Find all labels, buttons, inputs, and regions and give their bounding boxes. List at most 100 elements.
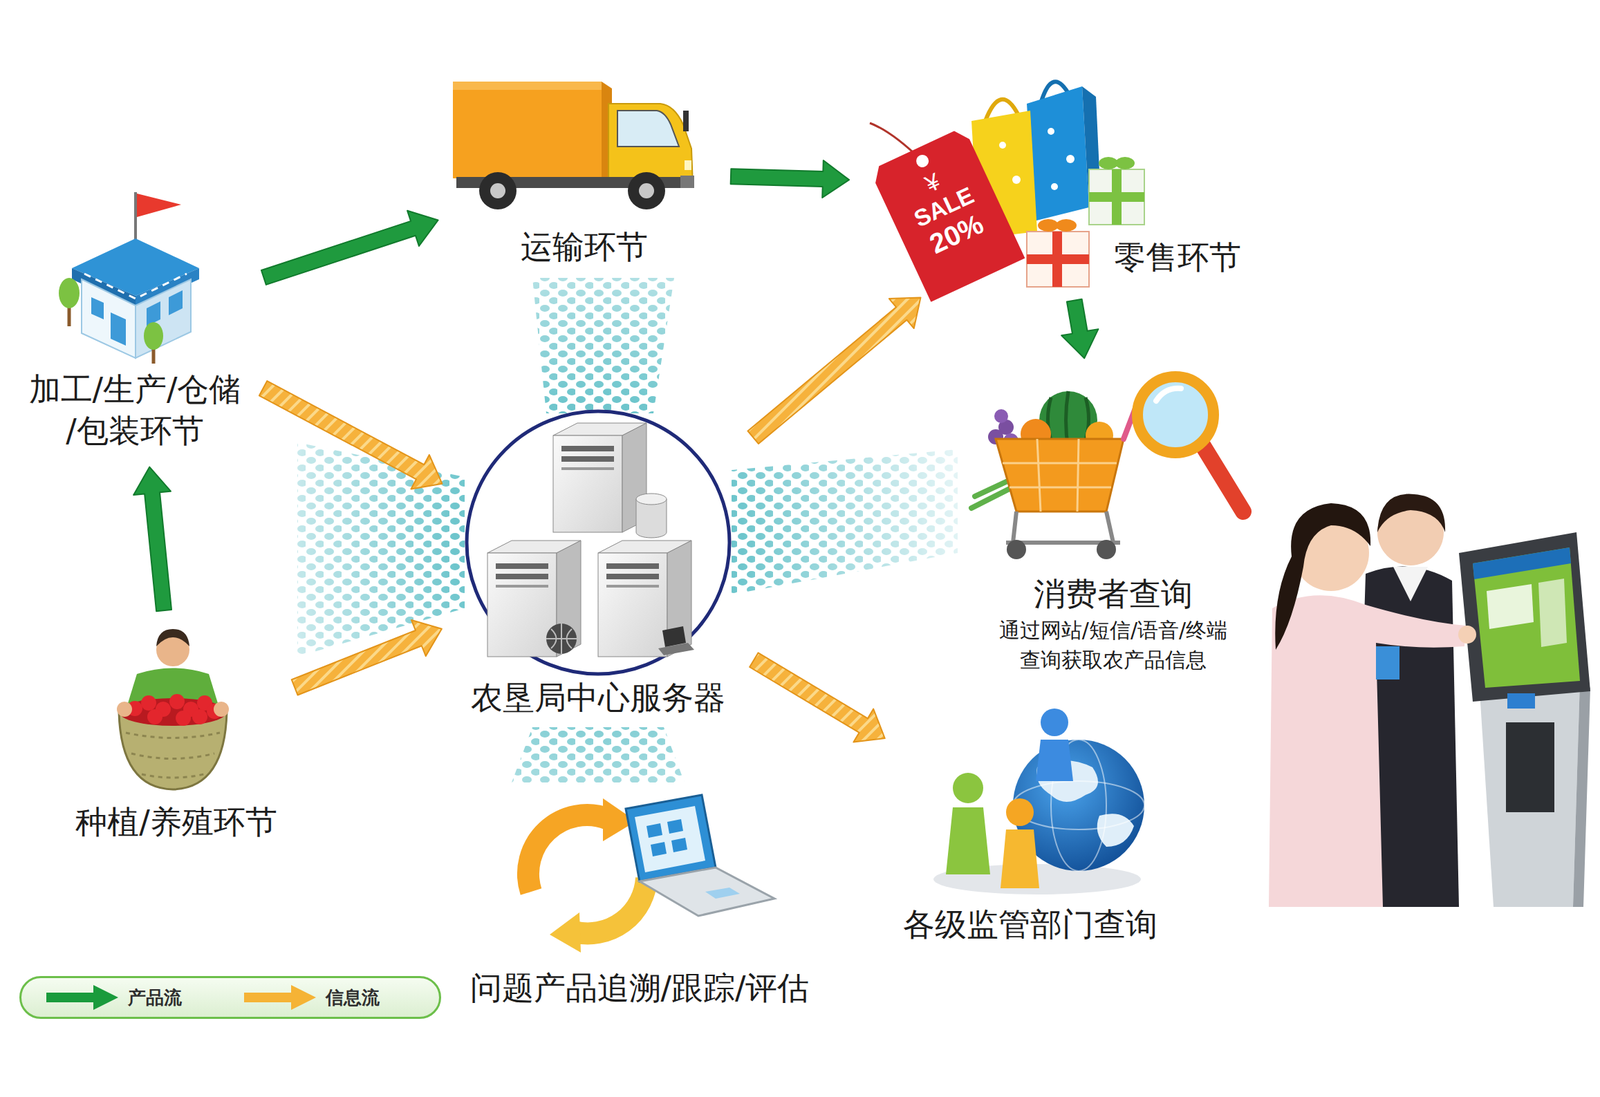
truck-icon-part	[683, 110, 689, 132]
truck-icon-part	[638, 183, 655, 199]
trace-icon-part	[549, 912, 581, 953]
server-icon	[466, 411, 730, 675]
product-flow-arrow	[261, 210, 439, 285]
kiosk-photo-part	[1375, 646, 1400, 680]
truck-icon-part	[479, 172, 517, 210]
kiosk-photo-part	[1268, 595, 1466, 908]
kiosk-photo-part	[1458, 532, 1591, 702]
server-icon-part	[636, 493, 667, 505]
cart-icon-part	[994, 409, 1009, 424]
kiosk-photo-part	[1573, 681, 1591, 908]
product-flow-arrow	[730, 160, 850, 198]
shopping-icon-part-part	[869, 126, 1026, 303]
info-flow-arrow	[291, 620, 442, 695]
shopping-icon-part-part	[914, 152, 931, 170]
cart-icon	[971, 376, 1244, 560]
truck-icon-part	[617, 110, 679, 147]
trace-module: 问题产品追溯/跟踪/评估	[452, 784, 827, 1017]
consumer-query: 消费者查询通过网站/短信/语音/终端 查询获取农产品信息	[964, 366, 1262, 683]
regulator-icon-part	[1040, 708, 1069, 737]
trace-icon-part	[646, 819, 688, 857]
truck-icon-part	[452, 81, 602, 90]
farmer-icon	[116, 629, 229, 790]
cart-icon-part	[1006, 511, 1121, 543]
kiosk-photo-part	[1472, 547, 1571, 580]
stage-caption: 种植/养殖环节	[72, 802, 281, 844]
kiosk-photo-part	[1486, 584, 1534, 630]
signal-bands-part	[731, 449, 958, 595]
kiosk-photo-part	[1505, 722, 1555, 813]
server-icon-part	[487, 553, 557, 657]
shopping-icon-part	[1115, 156, 1135, 170]
farmer-icon-part	[175, 710, 191, 727]
farmer-icon-part	[147, 709, 163, 725]
shopping-icon-part	[1026, 231, 1090, 287]
warehouse-icon-part	[136, 193, 182, 218]
trace-icon-part	[625, 795, 716, 882]
kiosk-photo-part	[1275, 503, 1371, 650]
legend-label: 产品流	[127, 985, 182, 1011]
kiosk-photo-part	[1479, 681, 1580, 908]
cart-icon-part	[1156, 388, 1181, 402]
legend-swatch	[46, 985, 119, 1011]
shopping-icon-part	[1089, 169, 1145, 225]
server-icon-part	[561, 467, 615, 471]
warehouse-icon-part	[81, 279, 136, 359]
signal-bands-part	[532, 277, 675, 414]
cart-icon-part	[1006, 540, 1027, 560]
signal-bands-part	[297, 442, 465, 657]
farmer-icon-part	[116, 701, 133, 718]
regulator-query: 各级监管部门查询	[891, 698, 1169, 953]
stage-caption: 各级监管部门查询	[898, 904, 1162, 946]
server-icon-part	[598, 553, 668, 657]
server-icon-part	[495, 573, 549, 580]
info-flow-arrow	[749, 652, 886, 742]
kiosk-photo-part	[1472, 547, 1580, 688]
warehouse-icon-part	[168, 290, 183, 316]
retail-stage: 零售环节	[857, 79, 1252, 293]
stage-caption: 零售环节	[864, 237, 1242, 279]
warehouse-icon	[58, 192, 200, 364]
warehouse-icon-part	[143, 322, 164, 350]
regulator-icon-part	[1097, 813, 1134, 848]
signal-bands	[297, 277, 958, 783]
cart-icon-part	[1096, 540, 1116, 560]
truck-icon-part	[452, 81, 602, 179]
kiosk-photo-part	[1458, 625, 1477, 644]
processing-stage: 加工/生产/仓储 /包装环节	[13, 181, 256, 460]
shopping-icon-part	[869, 126, 1026, 303]
trace-icon-part	[528, 815, 609, 892]
product-flow-arrow	[133, 467, 172, 612]
farmer-icon-part	[141, 695, 157, 711]
server-icon-part	[495, 563, 549, 570]
stage-caption: 加工/生产/仓储 /包装环节	[20, 369, 249, 453]
shopping-icon	[869, 81, 1145, 303]
shopping-icon-part	[1055, 219, 1077, 232]
warehouse-icon-part	[110, 312, 126, 346]
kiosk-photo-part	[1377, 494, 1446, 533]
kiosk-photo-part	[1393, 566, 1428, 602]
regulator-icon-part	[1006, 798, 1034, 827]
server-icon-part	[658, 643, 695, 656]
shopping-icon-part	[999, 141, 1007, 149]
regulator-icon-part	[952, 773, 984, 804]
server-icon-part	[495, 584, 549, 588]
signal-bands-part	[511, 727, 685, 783]
transport-stage: 运输环节	[445, 69, 723, 276]
shopping-icon-part	[1037, 219, 1059, 232]
trace-icon-part	[705, 887, 740, 899]
legend-swatch-frame	[46, 983, 119, 1012]
shopping-icon-part	[1026, 254, 1090, 265]
legend-swatch-frame	[244, 983, 316, 1012]
server-icon-part	[606, 584, 659, 588]
server-icon-part	[546, 623, 577, 655]
truck-icon-part	[490, 183, 506, 199]
legend-item: 信息流	[244, 983, 380, 1012]
stage-caption: 问题产品追溯/跟踪/评估	[459, 968, 820, 1010]
truck-icon-part	[680, 175, 695, 189]
regulator-icon-part	[1000, 829, 1040, 889]
caption-note: 通过网站/短信/语音/终端 查询获取农产品信息	[971, 615, 1255, 676]
